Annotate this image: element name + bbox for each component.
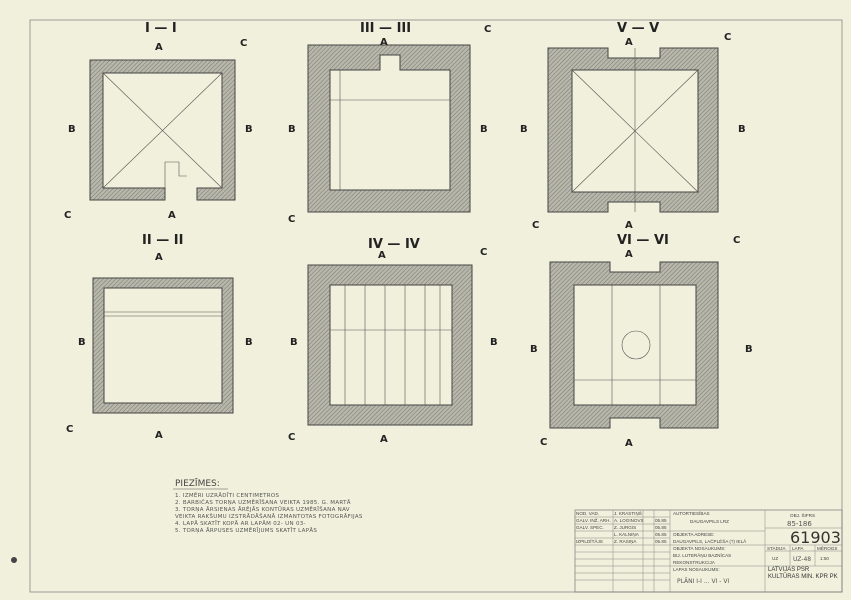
drawing-label: 05.85 [655, 532, 667, 537]
drawing-label: Z. JURGIS [614, 525, 636, 530]
section-title: V — V [617, 21, 659, 36]
drawing-label: C [532, 220, 539, 231]
drawing-label: 05.85 [655, 525, 667, 530]
drawing-label: J. KRASTIŅŠ [614, 510, 642, 516]
drawing-label: LAPA [792, 546, 804, 551]
drawing-label: B [745, 344, 753, 355]
organization-label: LATVIJAS PSR KULTŪRAS MIN. KPR PK [768, 567, 838, 580]
drawing-label: OBJ. ŠIFRS [790, 512, 815, 518]
drawing-label: DAUGAVPILS, LAČPLĒŠA (?) IELĀ [673, 538, 747, 544]
drawing-label: LAPAS NOSAUKUMS: [673, 567, 720, 572]
drawing-label: A [155, 42, 163, 53]
drawing-label: C [484, 24, 491, 35]
drawing-label: 3. TORŅA ĀRSIENAS ĀRĒJĀS KONTŪRAS UZMĒRĪ… [175, 506, 350, 513]
drawing-number: 61903 [790, 528, 841, 547]
section-title: IV — IV [368, 237, 420, 252]
drawing-label: IZPILDĪTĀJS [576, 538, 603, 544]
drawing-label: MĒROGS [817, 545, 837, 551]
drawing-label: C [288, 432, 295, 443]
drawing-label: A. LOGINOVS [614, 518, 644, 523]
drawing-label: DAUGAVPILS LRZ [690, 519, 729, 524]
drawing-label: BIJ. LUTERĀŅU BAZNĪCAS [673, 552, 731, 558]
plan-I-I [89, 59, 236, 201]
drawing-label: B [78, 337, 86, 348]
section-title: III — III [360, 21, 411, 36]
drawing-label: NOD. VAD. [576, 511, 599, 516]
plan-IV-IV [307, 264, 473, 426]
drawing-label: VEIKTA RAKŠUMU IZSTRĀDĀŠANĀ IZMANTOTAS F… [175, 513, 363, 520]
drawing-label: C [64, 210, 71, 221]
drawing-label: Z. RASIŅA [614, 539, 637, 544]
drawing-label: B [290, 337, 298, 348]
drawing-label: B [738, 124, 746, 135]
drawing-label: AUTORTIESĪBAS [673, 510, 710, 516]
drawing-label: UZ-48 [793, 556, 811, 563]
section-markers-a: A A A A A A A A A A A [155, 37, 633, 449]
drawing-label: C [240, 38, 247, 49]
drawing-label: A [380, 37, 388, 48]
drawing-label: B [480, 124, 488, 135]
drawing-label: 4. LAPĀ SKATĪT KOPĀ AR LAPĀM 02- UN 03- [175, 520, 306, 527]
drawing-label: UZ [772, 556, 778, 561]
plan-V-V [547, 47, 719, 213]
drawing-label: 05.85 [655, 539, 667, 544]
drawing-label: STADIJA [767, 546, 786, 551]
drawing-label: 2. BARBIČAS TORŅA UZMĒRĪŠANA VEIKTA 1985… [175, 499, 351, 506]
drawing-label: OBJEKTA NOSAUKUMS: [673, 546, 726, 551]
drawing-label: B [245, 124, 253, 135]
drawing-label: 1. IZMĒRI UZRĀDĪTI CENTIMETROS [175, 492, 280, 499]
drawing-label: B [288, 124, 296, 135]
drawing-label: OBJEKTA ADRESE: [673, 532, 715, 537]
drawing-label: C [66, 424, 73, 435]
drawing-label: C [288, 214, 295, 225]
drawing-label: A [625, 37, 633, 48]
drawing-frame [29, 19, 843, 593]
drawing-label: GALV. SPEC. [576, 525, 604, 530]
drawing-label: C [724, 32, 731, 43]
section-title: I — I [145, 21, 177, 36]
drawing-label: A [155, 430, 163, 441]
drawing-label: GALV. INŽ. ARH. [576, 516, 611, 523]
drawing-label: A [155, 252, 163, 263]
drawing-label: A [168, 210, 176, 221]
drawing-label: C [480, 247, 487, 258]
plan-III-III [307, 44, 471, 213]
drawing-label: 5. TORŅA ĀRPUSES UZMĒRĪJUMS SKATĪT LAPĀS [175, 527, 317, 534]
drawing-label: B [530, 344, 538, 355]
drawing-label: 85-186 [787, 520, 812, 528]
section-title: VI — VI [617, 233, 669, 248]
drawing-label: L. KALNIŅA [614, 532, 640, 537]
plan-VI-VI [549, 261, 719, 429]
drawing-label: C [540, 437, 547, 448]
drawing-label: PLĀNI I-I ... VI - VI [677, 578, 729, 585]
drawing-label: 1:50 [820, 556, 829, 561]
drawing-label: B [68, 124, 76, 135]
drawing-label: A [625, 249, 633, 260]
section-markers-b: B B B B B B B B B B B B [68, 124, 753, 355]
drawing-label: A [378, 250, 386, 261]
notes-title: PIEZĪMES: [175, 478, 220, 489]
section-markers-c: C C C C C C C C C C C [64, 24, 740, 448]
punch-hole [11, 557, 17, 563]
drawing-label: B [520, 124, 528, 135]
plan-II-II [92, 277, 234, 414]
drawing-label: C [733, 235, 740, 246]
drawing-label: A [380, 434, 388, 445]
drawing-label: A [625, 220, 633, 231]
drawing-label: A [625, 438, 633, 449]
title-block: NOD. VAD. J. KRASTIŅŠ GALV. INŽ. ARH.A. L… [574, 509, 843, 593]
section-title: II — II [142, 233, 183, 248]
drawing-label: REKONSTRUKCIJA [673, 560, 716, 565]
drawing-label: B [490, 337, 498, 348]
drawing-label: 05.85 [655, 518, 667, 523]
notes: PIEZĪMES: 1. IZMĒRI UZRĀDĪTI CENTIMETROS… [173, 478, 363, 534]
drawing-label: B [245, 337, 253, 348]
